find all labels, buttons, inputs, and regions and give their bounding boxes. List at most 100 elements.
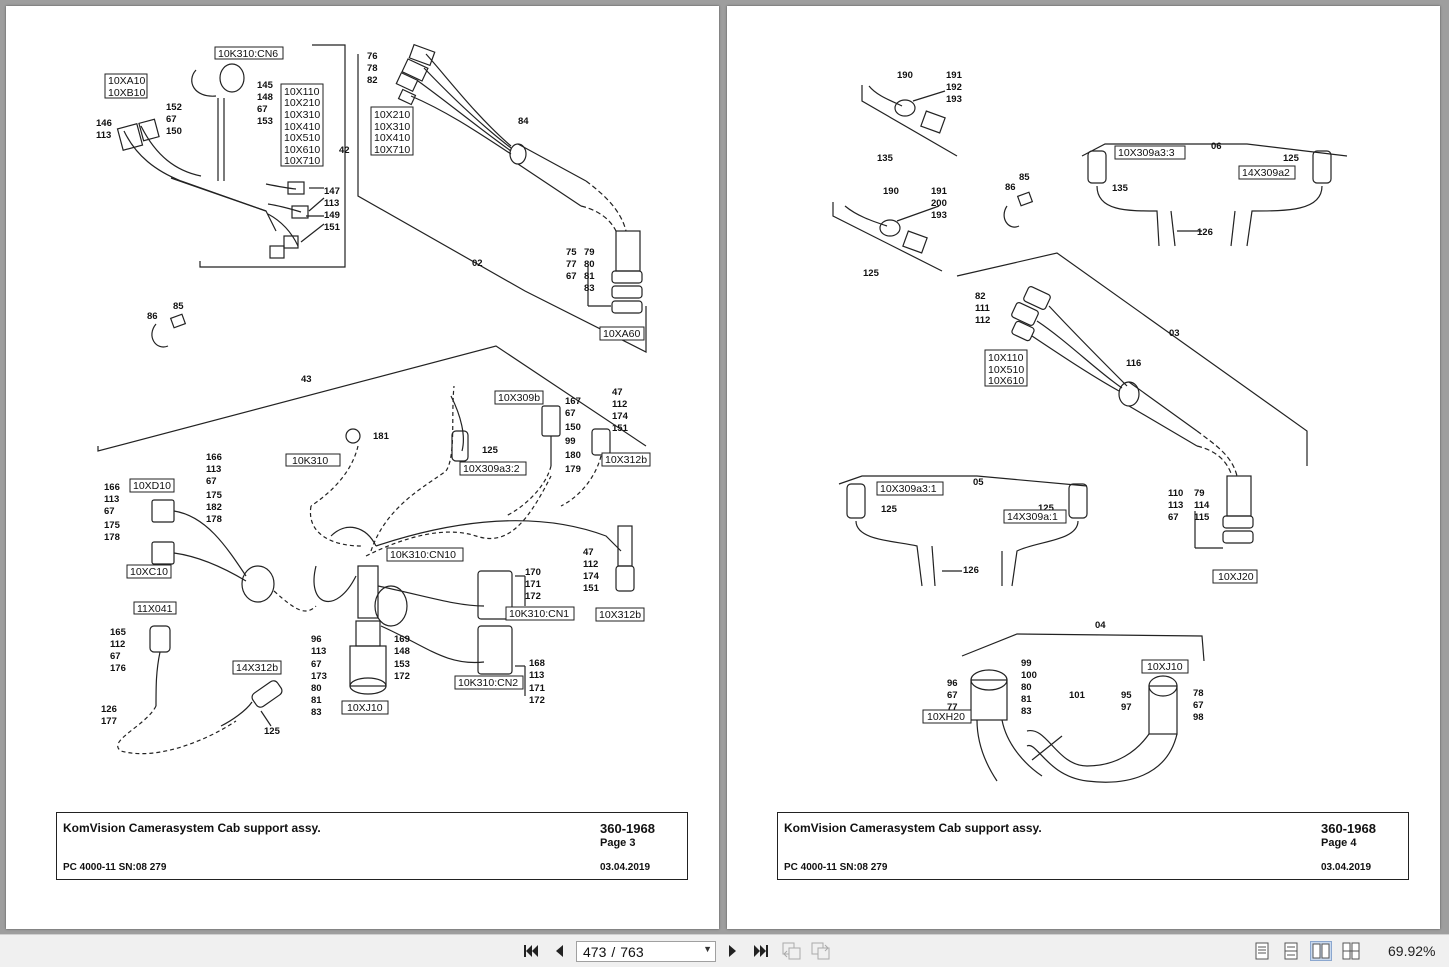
part-callout-number: 180 (565, 450, 581, 461)
previous-page-button[interactable] (548, 941, 570, 961)
part-callout-number: 114 (1194, 500, 1210, 511)
part-callout-number: 81 (1021, 694, 1032, 705)
page-number-field[interactable]: 473 / 763 ▼ (576, 941, 716, 962)
title-block-page-label: Page 3 (600, 837, 636, 849)
part-callout-number: 125 (863, 268, 880, 279)
part-callout-number: 83 (584, 283, 595, 294)
part-callout-number: 167 (565, 396, 581, 407)
zoom-level[interactable]: 69.92% (1388, 943, 1436, 959)
connector-label: 10X710 (374, 144, 410, 156)
facing-pages-view-button[interactable] (1310, 941, 1332, 961)
connector-label: 10XC10 (130, 566, 168, 578)
part-callout-number: 191 (946, 70, 963, 81)
part-callout-number: 99 (1021, 658, 1032, 669)
part-callout-number: 97 (1121, 702, 1132, 713)
part-callout-number: 177 (101, 716, 117, 727)
part-callout-number: 113 (206, 464, 221, 475)
title-block-doc-number: 360-1968 (600, 821, 655, 836)
part-callout-number: 67 (1193, 700, 1204, 711)
title-block-page-label: Page 4 (1321, 837, 1357, 849)
part-callout-number: 81 (584, 271, 595, 282)
title-block-model: PC 4000-11 SN:08 279 (784, 862, 888, 873)
last-page-button[interactable] (750, 941, 772, 961)
next-view-icon (811, 942, 830, 960)
part-callout-number: 112 (583, 559, 598, 570)
part-callout-number: 148 (394, 646, 410, 657)
part-callout-number: 193 (946, 94, 962, 105)
part-callout-number: 96 (311, 634, 322, 645)
part-callout-number: 175 (104, 520, 121, 531)
connector-label: 10X110 (284, 86, 320, 98)
part-callout-number: 81 (311, 695, 322, 706)
current-page-value[interactable]: 473 (583, 943, 607, 960)
previous-view-button[interactable] (781, 941, 803, 961)
part-callout-number: 112 (975, 315, 990, 326)
title-block: KomVision Camerasystem Cab support assy.… (56, 812, 688, 880)
first-page-button[interactable] (520, 941, 542, 961)
part-callout-number: 79 (584, 247, 595, 258)
part-callout-number: 147 (324, 186, 340, 197)
part-callout-number: 178 (206, 514, 222, 525)
continuous-facing-view-button[interactable] (1340, 941, 1362, 961)
part-callout-number: 67 (104, 506, 115, 517)
part-callout-number: 95 (1121, 690, 1132, 701)
chevron-down-icon[interactable]: ▼ (703, 944, 712, 954)
part-callout-number: 168 (529, 658, 545, 669)
connector-label: 10X312b (599, 609, 641, 621)
connector-label: 10X710 (284, 155, 320, 167)
single-page-view-button[interactable] (1251, 941, 1273, 961)
part-callout-number: 43 (301, 374, 312, 385)
next-view-button[interactable] (810, 941, 832, 961)
title-block-date: 03.04.2019 (600, 862, 651, 873)
connector-label: 10X210 (284, 97, 320, 109)
title-block-date: 03.04.2019 (1321, 862, 1372, 873)
part-callout-number: 67 (206, 476, 217, 487)
part-callout-number: 174 (583, 571, 600, 582)
part-callout-number: 83 (311, 707, 322, 718)
connector-label: 10K310:CN10 (390, 549, 456, 561)
part-callout-number: 98 (1193, 712, 1204, 723)
part-callout-number: 85 (173, 301, 184, 312)
first-page-icon (524, 945, 538, 957)
part-callout-number: 84 (518, 116, 529, 127)
part-callout-number: 153 (394, 659, 410, 670)
part-callout-number: 125 (881, 504, 898, 515)
connector-label: 10X410 (284, 121, 320, 133)
part-callout-number: 126 (1197, 227, 1213, 238)
part-callout-number: 100 (1021, 670, 1037, 681)
connector-label: 10K310:CN6 (218, 48, 278, 60)
part-callout-number: 125 (264, 726, 281, 737)
part-callout-number: 193 (931, 210, 947, 221)
connector-label: 10XH20 (927, 711, 965, 723)
connector-label: 10X410 (374, 132, 410, 144)
page-separator: / (611, 943, 616, 960)
part-callout-number: 96 (947, 678, 958, 689)
part-callout-number: 86 (1005, 182, 1016, 193)
title-block-title: KomVision Camerasystem Cab support assy. (63, 821, 321, 835)
connector-label: 10K310:CN2 (458, 677, 518, 689)
part-callout-number: 67 (110, 651, 121, 662)
connector-label: 10X610 (988, 375, 1024, 387)
part-callout-number: 190 (883, 186, 899, 197)
connector-label: 10XJ10 (347, 702, 383, 714)
part-callout-number: 05 (973, 477, 984, 488)
connector-label: 10XJ20 (1218, 571, 1254, 583)
part-callout-number: 179 (565, 464, 581, 475)
part-callout-number: 146 (96, 118, 112, 129)
part-callout-number: 175 (206, 490, 223, 501)
part-callout-number: 03 (1169, 328, 1180, 339)
part-callout-number: 149 (324, 210, 340, 221)
part-callout-number: 67 (947, 690, 958, 701)
part-callout-number: 78 (1193, 688, 1204, 699)
next-page-button[interactable] (722, 941, 744, 961)
part-callout-number: 190 (897, 70, 913, 81)
part-callout-number: 125 (482, 445, 499, 456)
continuous-view-button[interactable] (1280, 941, 1302, 961)
part-callout-number: 176 (110, 663, 126, 674)
part-callout-number: 145 (257, 80, 274, 91)
part-callout-number: 192 (946, 82, 962, 93)
connector-label: 10X309b (498, 392, 540, 404)
